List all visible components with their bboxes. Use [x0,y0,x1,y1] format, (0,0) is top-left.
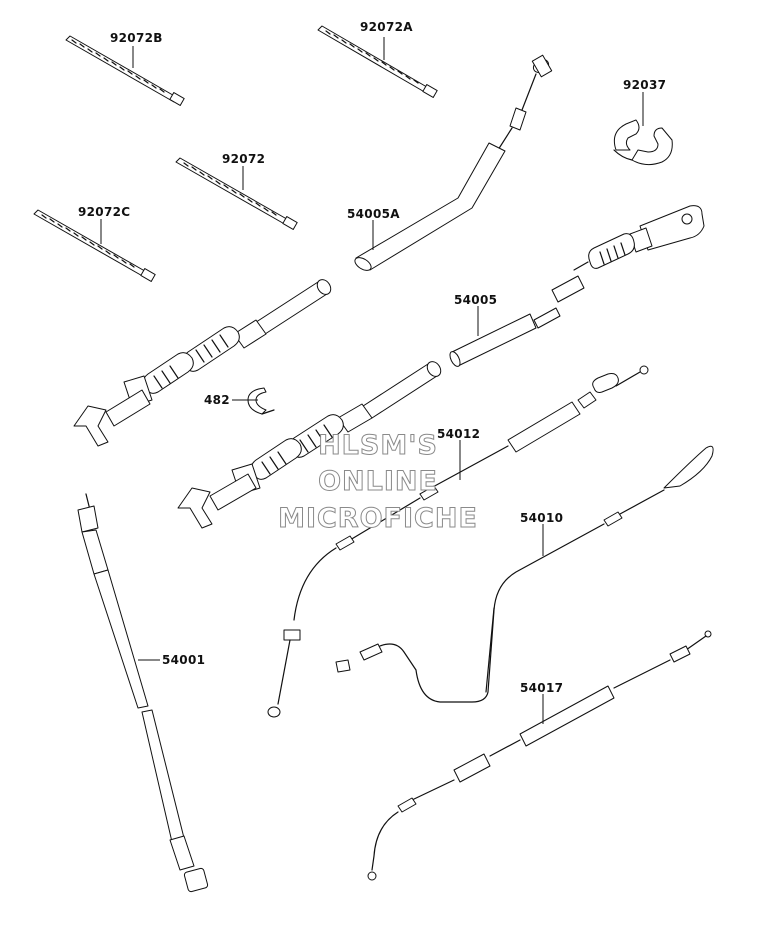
watermark-line-3: MICROFICHE [278,503,478,534]
label-54017: 54017 [520,681,563,695]
cable-tie-92072b[interactable] [65,35,185,106]
label-92072c: 92072C [78,205,130,219]
cable-throttle-upper[interactable] [73,277,334,447]
label-54012: 54012 [437,427,480,441]
label-92072: 92072 [222,152,265,166]
cable-54005a[interactable] [353,54,553,273]
cable-tie-92072c[interactable] [33,209,156,282]
cable-tie-92072[interactable] [175,157,298,230]
cable-54012[interactable] [267,365,649,718]
watermark-line-1: HLSM'S [318,430,438,461]
label-482: 482 [204,393,230,407]
label-92037: 92037 [623,78,666,92]
circlip-482[interactable] [247,387,275,415]
label-54010: 54010 [520,511,563,525]
cable-54017[interactable] [367,630,712,881]
label-92072a: 92072A [360,20,413,34]
cable-54010[interactable] [335,445,714,703]
cable-tie-92072a[interactable] [317,25,438,98]
label-92072b: 92072B [110,31,163,45]
cable-throttle-lower[interactable] [177,359,444,529]
label-54005: 54005 [454,293,497,307]
cable-54005[interactable] [448,205,705,368]
cable-54001[interactable] [77,493,209,893]
label-54001: 54001 [162,653,205,667]
clamp-92037[interactable] [613,119,673,166]
label-54005a: 54005A [347,207,400,221]
watermark-line-2: ONLINE [318,466,438,497]
